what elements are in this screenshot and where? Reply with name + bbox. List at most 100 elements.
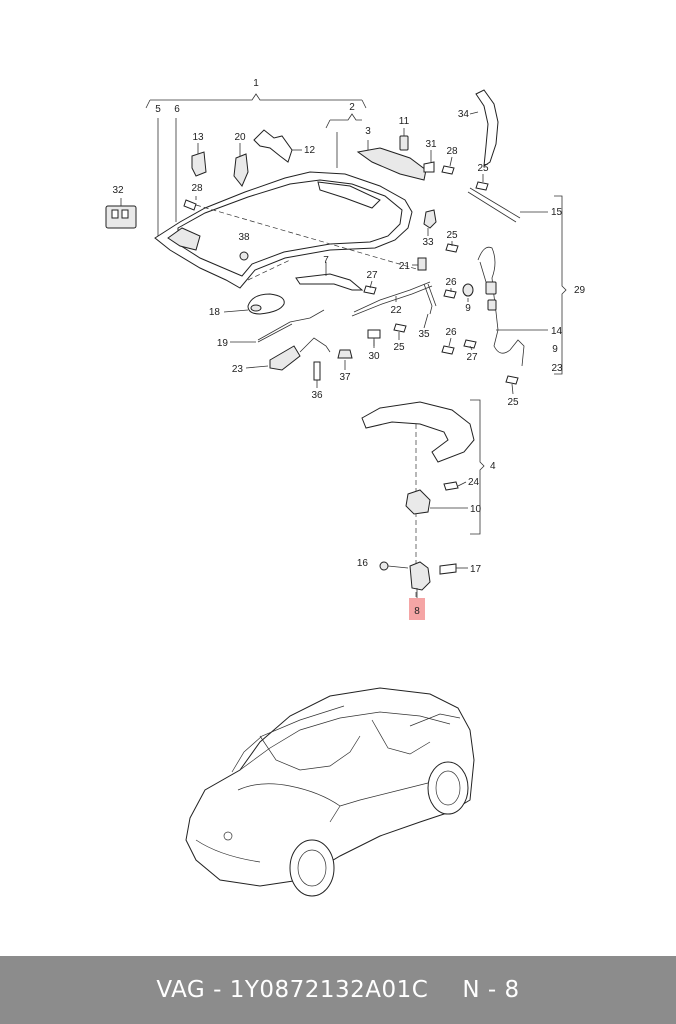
callout-29: 29 (574, 285, 586, 296)
callout-36: 36 (311, 390, 323, 401)
part-37-nut (337, 349, 353, 359)
callout-19: 19 (217, 338, 229, 349)
part-3-trim (356, 147, 427, 181)
callout-31: 31 (425, 139, 437, 150)
part-29-harness (477, 246, 525, 367)
callout-20: 20 (234, 132, 246, 143)
part-38-grommet (239, 251, 249, 261)
part-10-bracket (405, 489, 431, 515)
bracket-group-1 (145, 93, 367, 109)
part-9-plug (462, 283, 474, 297)
callout-26-a: 26 (445, 277, 457, 288)
windshield-frame (154, 171, 421, 289)
part-26-clip-b (441, 345, 455, 355)
part-25-clip-b (393, 323, 407, 333)
part-17-bolt (439, 563, 457, 575)
part-8-highlight (409, 598, 425, 620)
footer-part-number: 1Y0872132A01C (229, 977, 429, 1003)
footer-brand: VAG (156, 977, 206, 1003)
part-8-hinge (409, 561, 431, 591)
leader-lines (197, 143, 548, 598)
part-13-bracket (191, 151, 207, 177)
callout-28-b: 28 (191, 183, 203, 194)
callout-1: 1 (253, 78, 259, 89)
bracket-29 (554, 195, 567, 375)
callout-13: 13 (192, 132, 204, 143)
callout-9-a: 9 (465, 303, 471, 314)
part-24-screw (443, 481, 459, 491)
callout-11: 11 (399, 116, 410, 127)
callout-14: 14 (551, 326, 563, 337)
part-7-trim (295, 273, 364, 291)
part-25-clip-d (475, 181, 489, 191)
callout-5: 5 (155, 104, 161, 115)
callout-35: 35 (418, 329, 430, 340)
part-30-screw (367, 329, 381, 339)
callout-24: 24 (468, 477, 480, 488)
callout-2: 2 (349, 102, 355, 113)
part-28-screw (183, 199, 197, 211)
part-11-clip (399, 135, 409, 151)
callout-25-d: 25 (507, 397, 519, 408)
callout-6: 6 (174, 104, 180, 115)
callout-12: 12 (304, 145, 316, 156)
callout-25-b: 25 (446, 230, 458, 241)
part-22-strip (351, 281, 433, 317)
callout-15: 15 (551, 207, 563, 218)
car-illustration (185, 687, 475, 897)
part-21-clip (417, 257, 427, 271)
part-20-bracket (233, 153, 249, 187)
callout-8: 8 (414, 606, 420, 617)
part-27-clip-b (463, 339, 477, 349)
callout-26-b: 26 (445, 327, 457, 338)
callout-25-a: 25 (477, 163, 489, 174)
part-23-bracket (269, 345, 301, 371)
callout-33: 33 (422, 237, 434, 248)
part-34-trim (475, 89, 499, 168)
parts-diagram: 1 2 3 5 6 11 34 13 20 12 31 28 28 25 32 … (105, 78, 586, 897)
callout-9-b: 9 (552, 344, 558, 355)
callout-32: 32 (112, 185, 124, 196)
callout-34: 34 (458, 109, 470, 120)
footer-separator: - (205, 977, 230, 1003)
part-19-cable (257, 309, 325, 343)
part-32-latch (105, 205, 137, 229)
part-4-trim-panel (361, 401, 475, 463)
callout-17: 17 (470, 564, 482, 575)
callout-27-a: 27 (366, 270, 378, 281)
callout-7: 7 (323, 255, 329, 266)
bracket-group-4 (470, 399, 485, 535)
callout-23-b: 23 (551, 363, 563, 374)
part-25-clip-a (445, 243, 459, 253)
callout-38: 38 (238, 232, 250, 243)
bracket-group-2 (325, 113, 362, 129)
part-15-rod (467, 187, 521, 223)
callout-16: 16 (357, 558, 369, 569)
callout-30: 30 (368, 351, 380, 362)
callout-28-a: 28 (446, 146, 458, 157)
part-31-clip (423, 161, 435, 173)
callout-25-c: 25 (393, 342, 405, 353)
callout-4: 4 (490, 461, 496, 472)
callout-21: 21 (399, 261, 411, 272)
callout-18: 18 (209, 307, 221, 318)
part-35-rod (423, 283, 437, 315)
part-16-nut (379, 561, 389, 571)
part-12-bracket (253, 129, 293, 163)
part-33-clip (423, 209, 437, 229)
part-28-screw-2 (441, 165, 455, 175)
part-27-clip-a (363, 285, 377, 295)
part-26-clip-a (443, 289, 457, 299)
callout-3: 3 (365, 126, 371, 137)
callout-22: 22 (390, 305, 402, 316)
callout-labels: 1 2 3 5 6 11 34 13 20 12 31 28 28 25 32 … (112, 78, 585, 617)
callout-37: 37 (339, 372, 351, 383)
part-36-bolt (313, 361, 321, 381)
part-footer-bar: VAG - 1Y0872132A01C N - 8 (0, 956, 676, 1024)
callout-10: 10 (470, 504, 482, 515)
callout-27-b: 27 (466, 352, 478, 363)
footer-position: N - 8 (462, 977, 520, 1003)
callout-23-a: 23 (232, 364, 244, 375)
part-25-clip-c (505, 375, 519, 385)
